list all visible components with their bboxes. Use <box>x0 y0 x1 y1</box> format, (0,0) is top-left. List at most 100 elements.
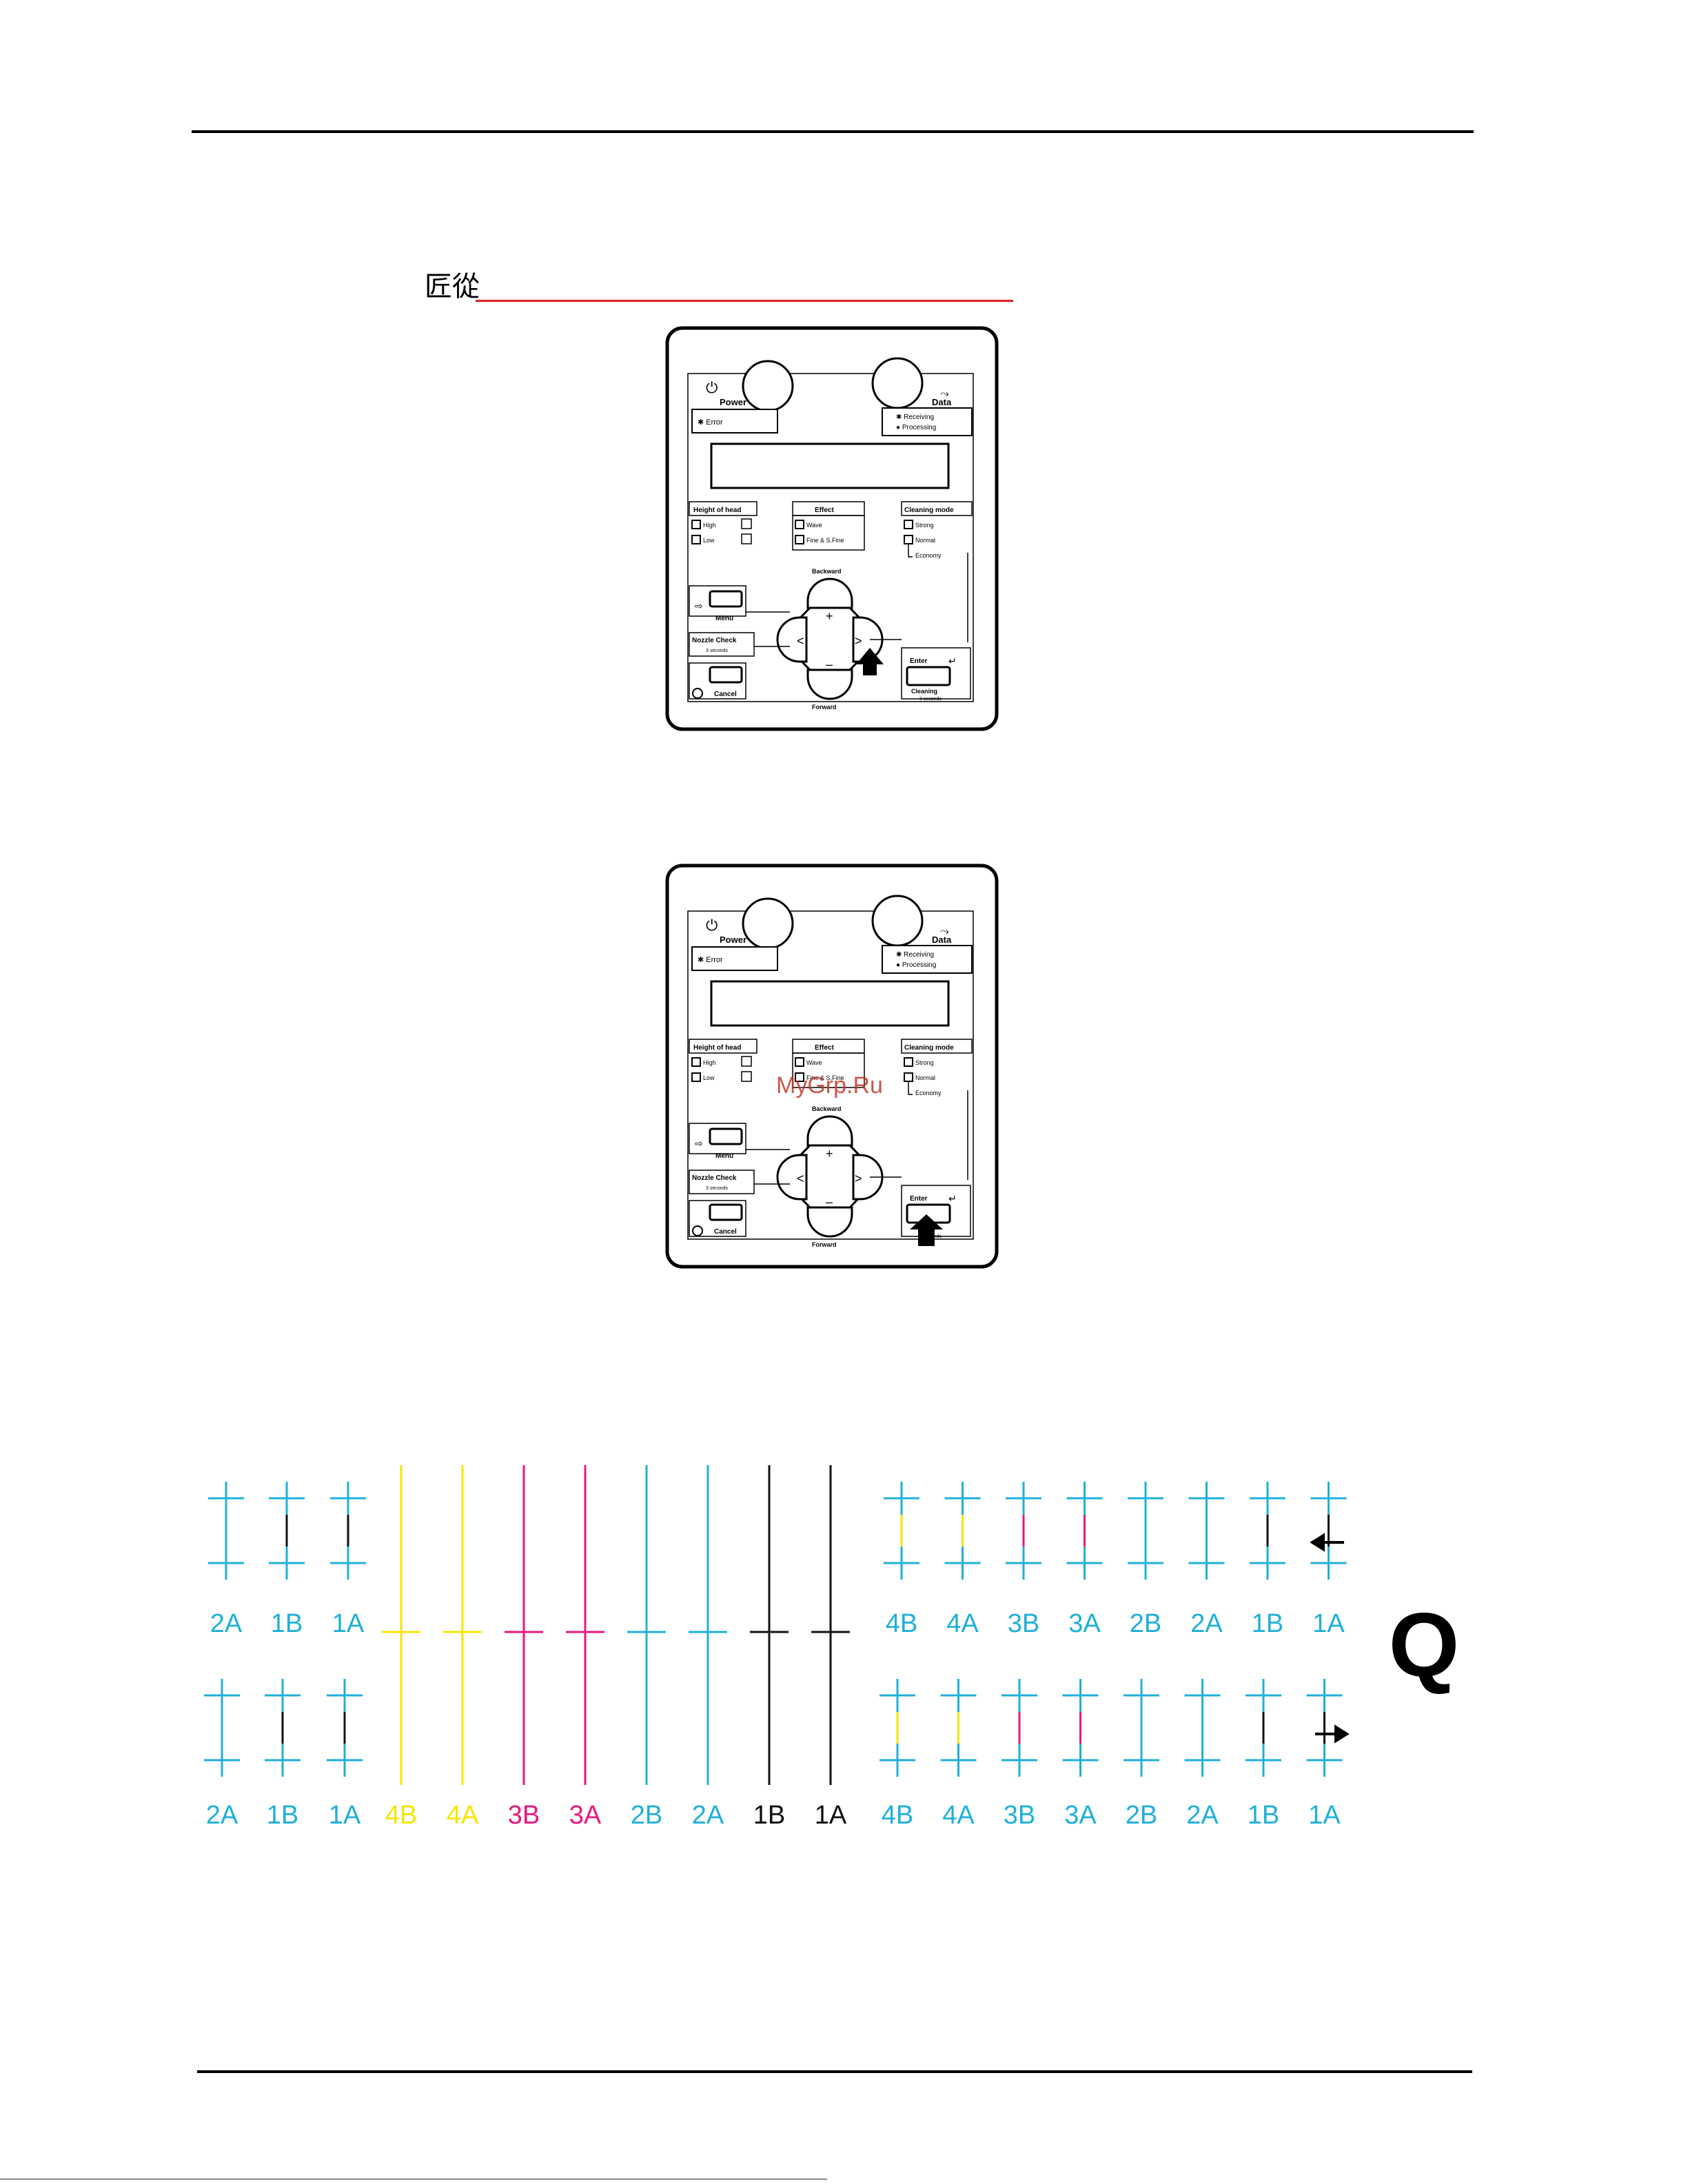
error-label: ✱ Error <box>698 956 723 964</box>
power-icon: ⏻ <box>706 917 718 934</box>
menu-label: Menu <box>715 615 733 622</box>
enter-button[interactable] <box>906 666 951 686</box>
pattern-label: 1B <box>753 1801 785 1830</box>
backward-label: Backward <box>812 568 842 575</box>
pattern-label: 3A <box>1068 1609 1101 1638</box>
data-label: Data <box>932 935 952 945</box>
pattern-label: 3B <box>508 1801 540 1830</box>
minus-symbol: – <box>826 657 833 671</box>
right-symbol: > <box>855 1172 862 1185</box>
effect-title: Effect <box>815 1044 834 1052</box>
right-arrow-button[interactable] <box>852 1154 884 1201</box>
cancel-button[interactable] <box>709 666 743 684</box>
enter-label: Enter <box>910 657 928 665</box>
receiving-label: ✱ Receiving <box>896 951 934 959</box>
cleaning-economy: Economy <box>915 1090 942 1096</box>
forward-label: Forward <box>812 1241 837 1248</box>
plus-symbol: + <box>826 609 833 623</box>
left-symbol: < <box>797 1172 804 1185</box>
red-underline <box>476 300 1013 302</box>
effect-wave: Wave <box>806 522 822 529</box>
cleaning-strong: Strong <box>915 1059 934 1066</box>
backward-label: Backward <box>812 1105 842 1112</box>
power-icon: ⏻ <box>706 379 718 396</box>
right-symbol: > <box>855 634 862 648</box>
lcd-display <box>710 980 950 1027</box>
left-symbol: < <box>797 634 804 648</box>
cancel-label: Cancel <box>714 691 737 698</box>
watermark: MyGrp.Ru <box>776 1072 883 1099</box>
data-icon: ⤳ <box>940 926 949 937</box>
control-panel-1: ⏻ Power ✱ Error ⤳ Data ✱ Receiving ● Pro… <box>664 325 999 732</box>
control-panel-2: ⏻ Power ✱ Error ⤳ Data ✱ Receiving ● Pro… <box>664 863 999 1269</box>
pointer-arrow-icon <box>910 1214 943 1246</box>
pattern-label: 3A <box>1064 1801 1097 1830</box>
nozzle-label: Nozzle Check <box>692 637 737 644</box>
down-button[interactable] <box>806 669 853 700</box>
pattern-label: 3A <box>569 1801 602 1830</box>
pattern-label: 2B <box>1126 1801 1157 1830</box>
cancel-button[interactable] <box>709 1203 743 1221</box>
height-title: Height of head <box>693 507 741 514</box>
left-arrow-icon <box>1310 1533 1344 1552</box>
pattern-label: 4A <box>447 1801 479 1830</box>
pattern-label: 2A <box>206 1801 238 1830</box>
control-panel-2-drawing: ⏻ Power ✱ Error ⤳ Data ✱ Receiving ● Pro… <box>665 864 999 1269</box>
enter-label: Enter <box>910 1195 928 1203</box>
pattern-label: 1A <box>329 1801 361 1830</box>
up-button[interactable] <box>806 578 853 609</box>
top-rule <box>192 130 1474 133</box>
cancel-icon <box>692 688 703 699</box>
power-label: Power <box>720 935 746 945</box>
effect-wave: Wave <box>806 1059 822 1066</box>
enter-icon: ↵ <box>948 655 957 666</box>
cleaning-normal: Normal <box>915 537 935 544</box>
menu-label: Menu <box>715 1152 733 1160</box>
pattern-label: 4B <box>385 1801 417 1830</box>
high-icon <box>741 1056 752 1067</box>
height-low: Low <box>703 537 715 544</box>
pattern-label: 1B <box>267 1801 298 1830</box>
error-label: ✱ Error <box>698 418 723 427</box>
pattern-label: 4A <box>942 1801 975 1830</box>
effect-fine: Fine & S.Fine <box>806 537 844 544</box>
footer-thin-rule <box>0 2178 827 2180</box>
left-button[interactable] <box>776 616 808 663</box>
right-arrow-icon <box>1315 1724 1350 1744</box>
cleaning-normal: Normal <box>915 1074 935 1081</box>
nozzle-label: Nozzle Check <box>692 1174 737 1182</box>
data-icon: ⤳ <box>940 388 949 400</box>
data-label: Data <box>932 397 952 407</box>
cleaning-sub: 3 seconds <box>919 697 942 702</box>
power-label: Power <box>720 397 746 407</box>
down-button[interactable] <box>806 1206 853 1238</box>
pattern-label: 1B <box>271 1609 303 1638</box>
pattern-label: 4A <box>946 1609 979 1638</box>
lcd-display <box>710 442 950 489</box>
height-low: Low <box>703 1074 715 1081</box>
menu-icon: ⇨ <box>695 1138 703 1149</box>
pattern-label: 1A <box>1312 1609 1345 1638</box>
up-button[interactable] <box>806 1115 853 1147</box>
nozzle-sub: 3 seconds <box>706 649 728 653</box>
cleaning-label: Cleaning <box>911 688 937 695</box>
menu-button[interactable] <box>709 590 743 608</box>
bottom-rule <box>197 2070 1472 2073</box>
pattern-label: 1A <box>815 1801 847 1830</box>
cleaning-title: Cleaning mode <box>904 507 954 514</box>
menu-button[interactable] <box>709 1127 743 1145</box>
pattern-label: 1A <box>1308 1801 1341 1830</box>
left-button[interactable] <box>776 1154 808 1201</box>
q-label: Q <box>1389 1594 1460 1695</box>
pattern-label: 4B <box>882 1801 913 1830</box>
pattern-label: 1B <box>1252 1609 1283 1638</box>
pattern-label: 4B <box>886 1609 917 1638</box>
pattern-label: 1A <box>332 1609 365 1638</box>
cleaning-title: Cleaning mode <box>904 1044 954 1052</box>
nozzle-sub: 3 seconds <box>706 1186 728 1191</box>
cleaning-strong: Strong <box>915 522 934 529</box>
cancel-label: Cancel <box>714 1228 737 1236</box>
enter-icon: ↵ <box>948 1193 957 1204</box>
pattern-label: 1B <box>1248 1801 1279 1830</box>
